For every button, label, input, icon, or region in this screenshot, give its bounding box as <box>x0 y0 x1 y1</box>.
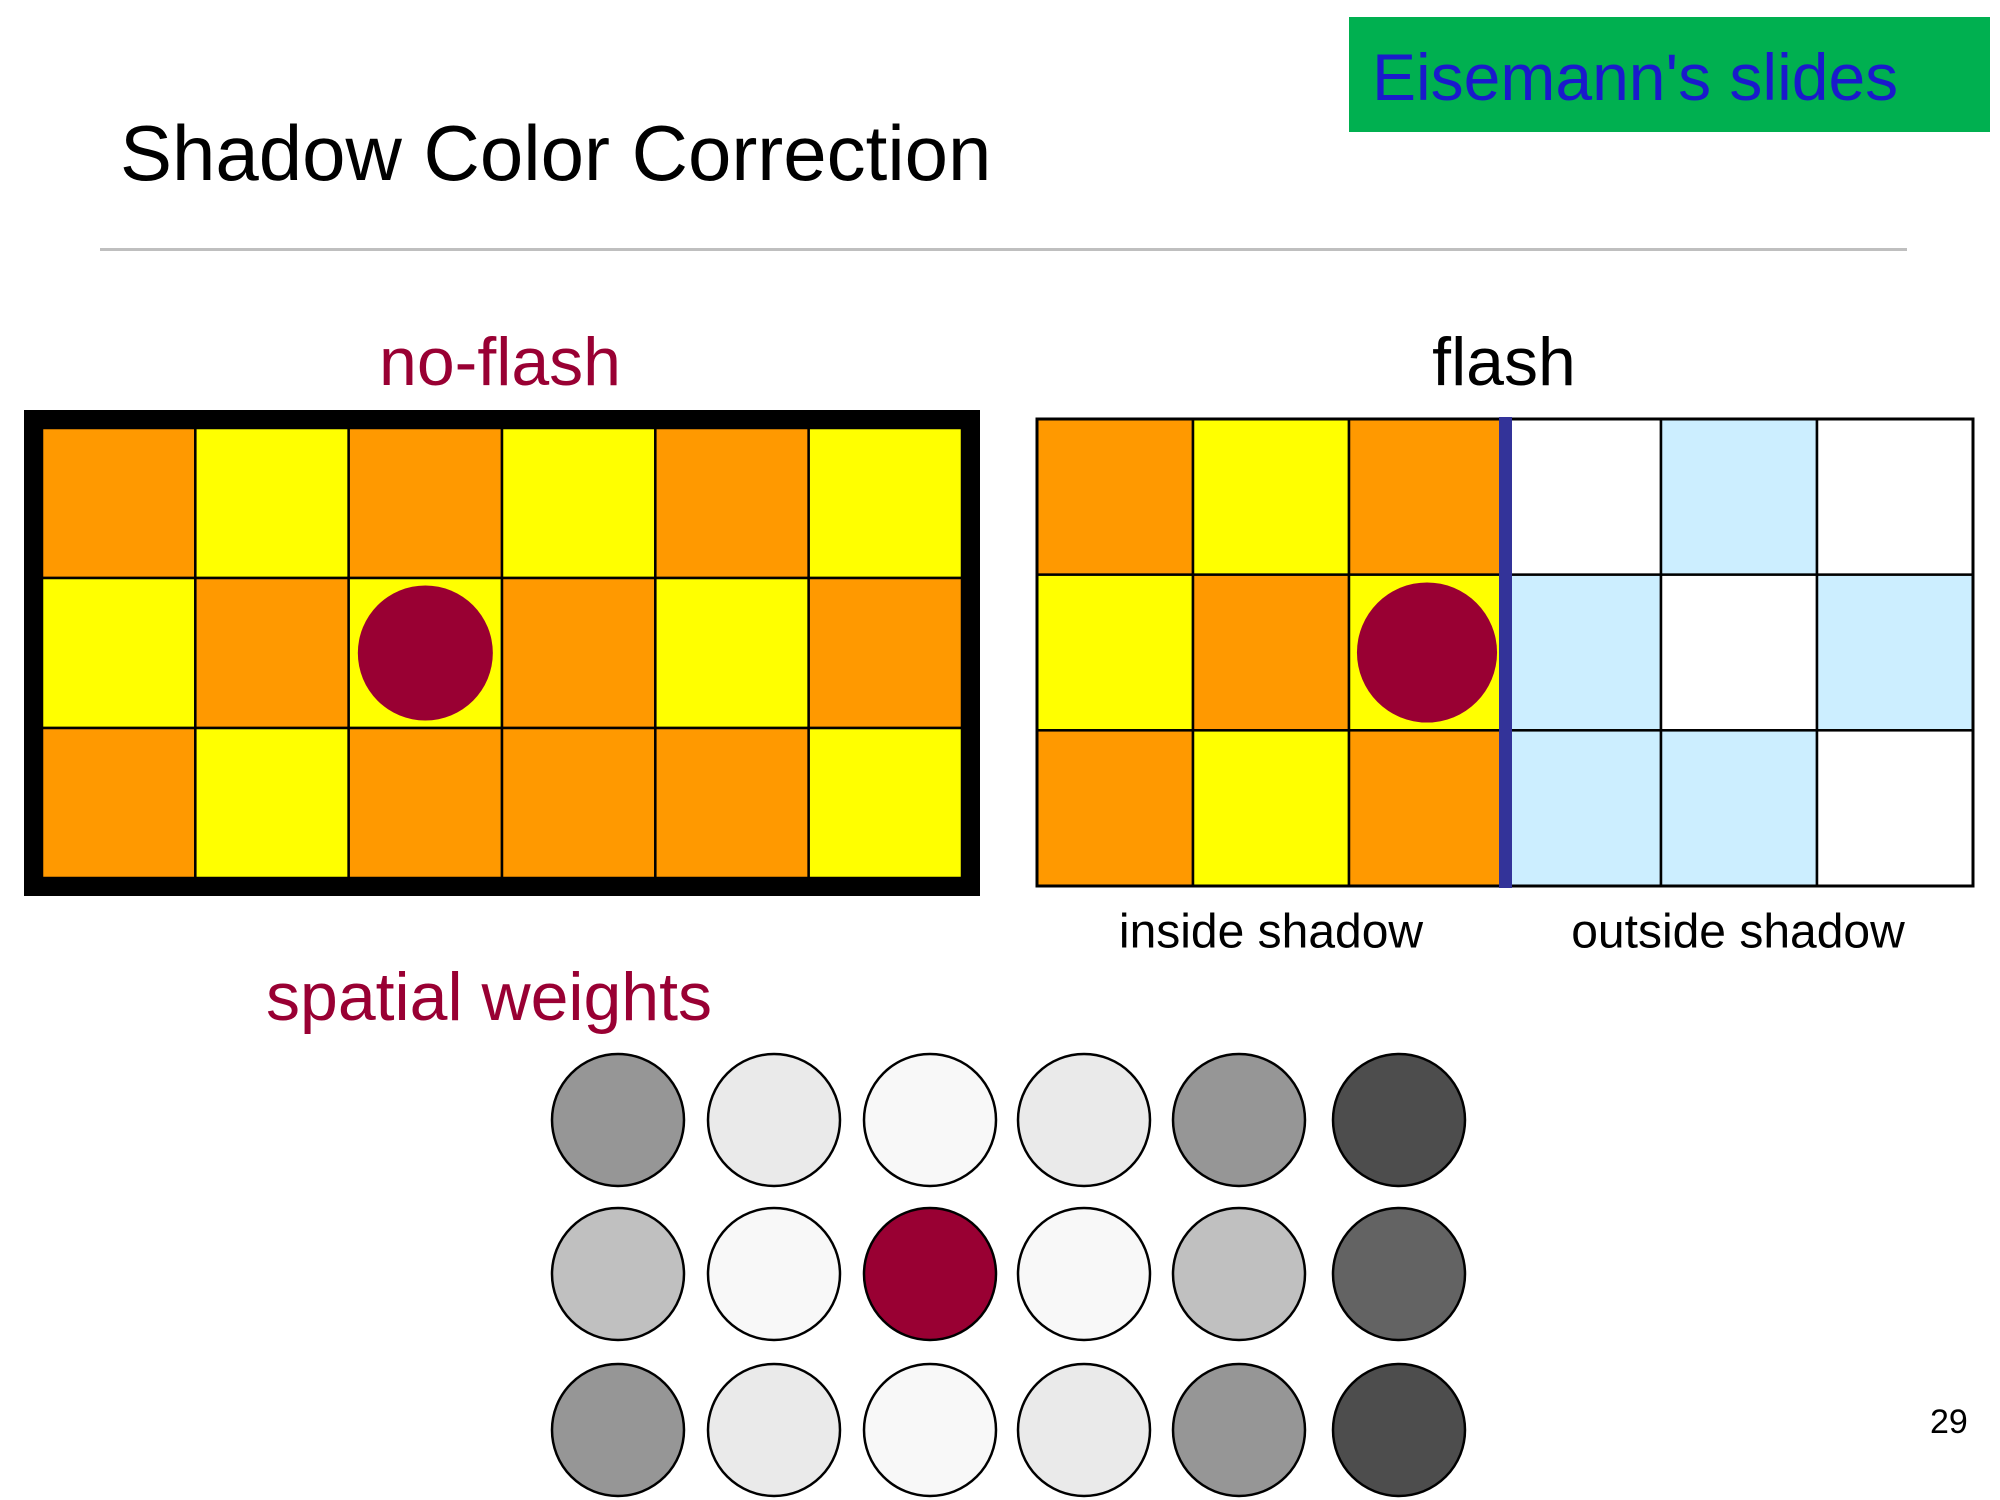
flash-cell <box>1659 729 1819 888</box>
no-flash-cell <box>40 426 197 580</box>
flash-cell <box>1191 417 1351 576</box>
flash-cell <box>1191 573 1351 732</box>
weight-circle <box>862 1206 998 1342</box>
outside-shadow-label: outside shadow <box>1571 905 1905 959</box>
weight-circle <box>1016 1206 1152 1342</box>
slide-title: Shadow Color Correction <box>120 109 992 197</box>
flash-dot <box>1356 582 1498 723</box>
weight-circle <box>1016 1362 1152 1498</box>
no-flash-cell <box>194 576 350 730</box>
weight-circle <box>550 1362 686 1498</box>
weight-circle <box>862 1052 998 1188</box>
flash-cell <box>1191 729 1351 888</box>
no-flash-cell <box>194 426 350 580</box>
no-flash-cell <box>40 726 197 880</box>
flash-cell <box>1659 417 1819 576</box>
no-flash-cell <box>500 576 657 730</box>
no-flash-frame <box>24 410 980 896</box>
title-divider <box>100 248 1907 251</box>
weight-circle <box>1331 1052 1467 1188</box>
weight-circle <box>550 1206 686 1342</box>
no-flash-cell <box>347 426 504 580</box>
weight-circle <box>1171 1362 1307 1498</box>
flash-cell <box>1035 573 1195 732</box>
weight-circle <box>706 1362 842 1498</box>
no-flash-cell <box>807 426 964 580</box>
no-flash-cell <box>654 426 810 580</box>
weight-circle <box>1331 1362 1467 1498</box>
weight-circle <box>550 1052 686 1188</box>
shadow-boundary-line <box>1499 417 1512 888</box>
no-flash-cell <box>500 726 657 880</box>
flash-cell <box>1815 729 1975 888</box>
no-flash-cell <box>654 576 810 730</box>
source-badge: Eisemann's slides <box>1349 17 1990 132</box>
source-badge-label: Eisemann's slides <box>1372 40 1899 114</box>
no-flash-cell <box>347 726 504 880</box>
no-flash-cell <box>654 726 810 880</box>
flash-cell <box>1815 573 1975 732</box>
weight-circle <box>1171 1206 1307 1342</box>
no-flash-cell <box>40 576 197 730</box>
flash-cell <box>1659 573 1819 732</box>
weight-circle <box>1331 1206 1467 1342</box>
weight-circle <box>862 1362 998 1498</box>
flash-cell <box>1347 729 1507 888</box>
no-flash-cell <box>807 726 964 880</box>
weight-circle <box>1016 1052 1152 1188</box>
page-number: 29 <box>1930 1403 1968 1441</box>
inside-shadow-label: inside shadow <box>1118 905 1424 959</box>
spatial-weights-label: spatial weights <box>266 959 713 1035</box>
no-flash-cell <box>500 426 657 580</box>
weight-circle <box>706 1206 842 1342</box>
flash-label: flash <box>1432 324 1576 400</box>
no-flash-cell <box>807 576 964 730</box>
flash-cell <box>1035 417 1195 576</box>
no-flash-label: no-flash <box>379 324 621 400</box>
flash-cell <box>1347 417 1507 576</box>
flash-cell <box>1035 729 1195 888</box>
weight-circle <box>1171 1052 1307 1188</box>
no-flash-cell <box>194 726 350 880</box>
weight-circle <box>706 1052 842 1188</box>
flash-cell <box>1815 417 1975 576</box>
flash-cell <box>1503 729 1663 888</box>
flash-cell <box>1503 417 1663 576</box>
flash-cell <box>1503 573 1663 732</box>
no-flash-dot <box>357 585 493 721</box>
